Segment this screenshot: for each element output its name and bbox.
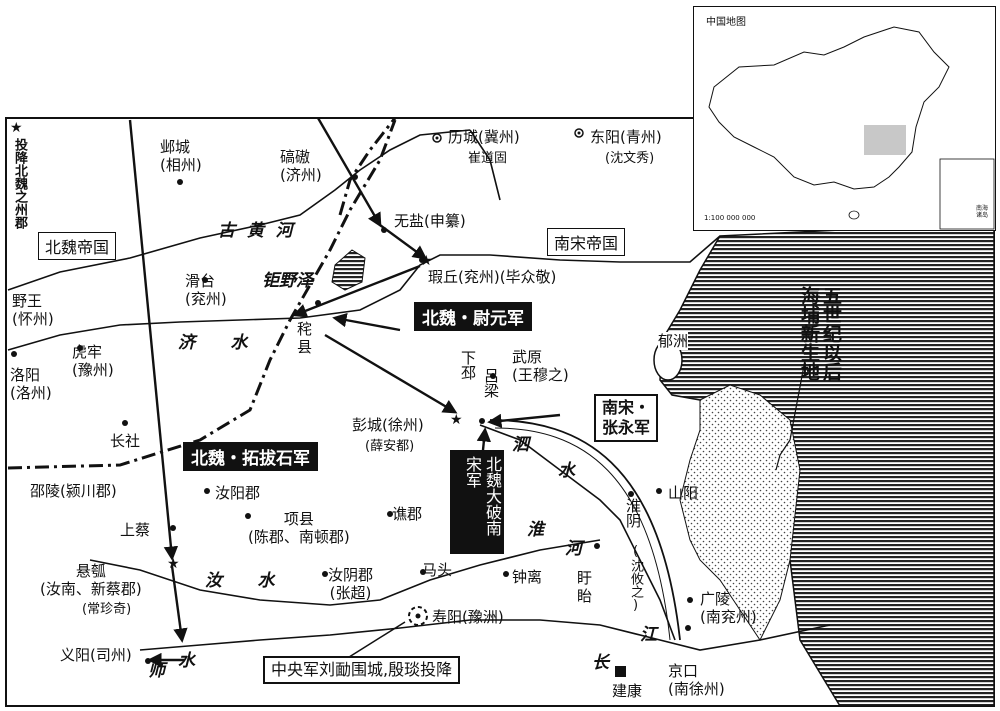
surrender-legend-text: 投降北魏之州郡: [12, 138, 27, 229]
region-south-song: 南宋帝国: [547, 228, 626, 256]
svg-text:★: ★: [450, 412, 463, 428]
place-pengcheng: 彭城(徐州): [352, 416, 424, 434]
inset-sea-label: 南海诸岛: [976, 205, 989, 219]
china-outline: [708, 26, 995, 230]
china-inset-map: 中国地图 1:100 000 000 南海诸岛: [693, 6, 996, 231]
place-zhongli: 钟离: [512, 568, 543, 586]
place-qiaojun: 谯郡: [392, 505, 423, 523]
place-ruyin: 汝阴郡 (张超): [328, 566, 374, 602]
place-xuyi: 盱 眙: [577, 569, 593, 605]
place-shangcai: 上蔡: [120, 521, 151, 539]
place-huaiyin-sub: (沈攸之): [628, 544, 643, 613]
surrender-legend: ★: [10, 120, 23, 136]
event-liu-mian: 中央军刘勔围城,殷琰投降: [263, 656, 461, 684]
place-luoyang: 洛阳 (洛州): [10, 366, 52, 402]
river-gu-huanghe: 古 黄 河: [218, 221, 293, 241]
army-arrows: [128, 117, 561, 668]
river-huaihe: 淮: [527, 520, 544, 540]
surrender-stars: ★ ★ ★: [167, 253, 463, 572]
place-shouyang: 寿阳(豫洲): [432, 608, 504, 626]
place-wuyuan: 武原 (王穆之): [512, 348, 569, 384]
place-huatai: 滑台 (兖州): [185, 272, 227, 308]
place-huaiyin: 淮阴: [624, 498, 642, 528]
svg-text:★: ★: [420, 253, 433, 269]
river-huaihe2: 河: [565, 539, 582, 559]
river-rushui: 汝 水: [205, 571, 275, 591]
place-yecheng: 邺城 (相州): [160, 138, 202, 174]
rivers: [7, 129, 831, 651]
place-hulao: 虎牢 (豫州): [72, 343, 114, 379]
place-xiangxian: 项县 (陈郡、南顿郡): [248, 510, 350, 546]
river-changjiang2: 江: [640, 625, 657, 645]
place-dongyang: 东阳(青州): [590, 128, 662, 146]
place-shanyang: 山阳: [668, 484, 699, 502]
place-licheng: 历城(冀州): [448, 128, 520, 146]
army-song-zhang: 南宋・ 张永军: [594, 394, 659, 442]
river-shishui2: 水: [178, 651, 195, 671]
place-runyang: 汝阳郡: [215, 484, 261, 502]
place-xiaqiu: 瑕丘(兖州)(毕众敬): [428, 268, 557, 286]
place-qiaoao: 碻磝 (济州): [280, 148, 322, 184]
place-xuanhu: 悬瓠 (汝南、新蔡郡): [40, 562, 142, 598]
star-icon: ★: [10, 120, 23, 136]
grand-canal: [489, 419, 681, 641]
place-xuanhu-sub: (常珍奇): [82, 602, 132, 617]
city-dots: [11, 174, 693, 664]
coast-note: 五世纪以后海埔新生地: [798, 286, 842, 381]
juye-lake: [331, 249, 366, 291]
place-zhixian: 秺 县: [297, 320, 313, 356]
place-lvliang: 吕梁: [482, 368, 500, 398]
army-tuoba-shi: 北魏・拓拔石军: [183, 442, 318, 471]
region-north-wei: 北魏帝国: [38, 232, 117, 260]
border-line: [7, 119, 397, 470]
place-licheng-sub: 崔道固: [468, 151, 508, 166]
inset-title: 中国地图: [706, 17, 746, 28]
place-jiankang: 建康: [612, 682, 643, 700]
place-guangling: 广陵 (南兖州): [700, 590, 757, 626]
place-wuyan: 无盐(申纂): [394, 212, 466, 230]
place-shaoling: 邵陵(颍川郡): [30, 482, 117, 500]
place-pengcheng-sub: (薛安都): [365, 439, 415, 454]
place-matou: 马头: [422, 561, 453, 579]
river-juyeze: 钜野泽: [262, 271, 313, 291]
river-changjiang: 长: [592, 653, 609, 673]
river-shishui: 师: [148, 661, 165, 681]
river-jishui: 济 水: [178, 333, 248, 353]
inset-scale: 1:100 000 000: [704, 214, 756, 222]
sea-area: [659, 229, 995, 707]
place-jingkou: 京口 (南徐州): [668, 662, 725, 698]
place-changshe: 长社: [110, 432, 141, 450]
river-sishui: 泗: [512, 435, 529, 455]
inset-highlight: [864, 125, 906, 155]
army-beiwei-dapo: 北魏大破南宋军: [450, 450, 504, 554]
army-yuyuan: 北魏・尉元军: [414, 302, 532, 331]
place-yewang: 野王 (怀州): [12, 292, 54, 328]
place-yiyang: 义阳(司州): [60, 646, 132, 664]
place-xiapi: 下邳: [459, 350, 477, 380]
place-dongyang-sub: (沈文秀): [605, 151, 655, 166]
river-sishui2: 水: [558, 461, 575, 481]
jiankang-marker: [615, 666, 626, 677]
svg-text:★: ★: [167, 556, 180, 572]
new-land-area: [679, 384, 801, 641]
place-yuzhou: 郁洲: [658, 332, 689, 350]
